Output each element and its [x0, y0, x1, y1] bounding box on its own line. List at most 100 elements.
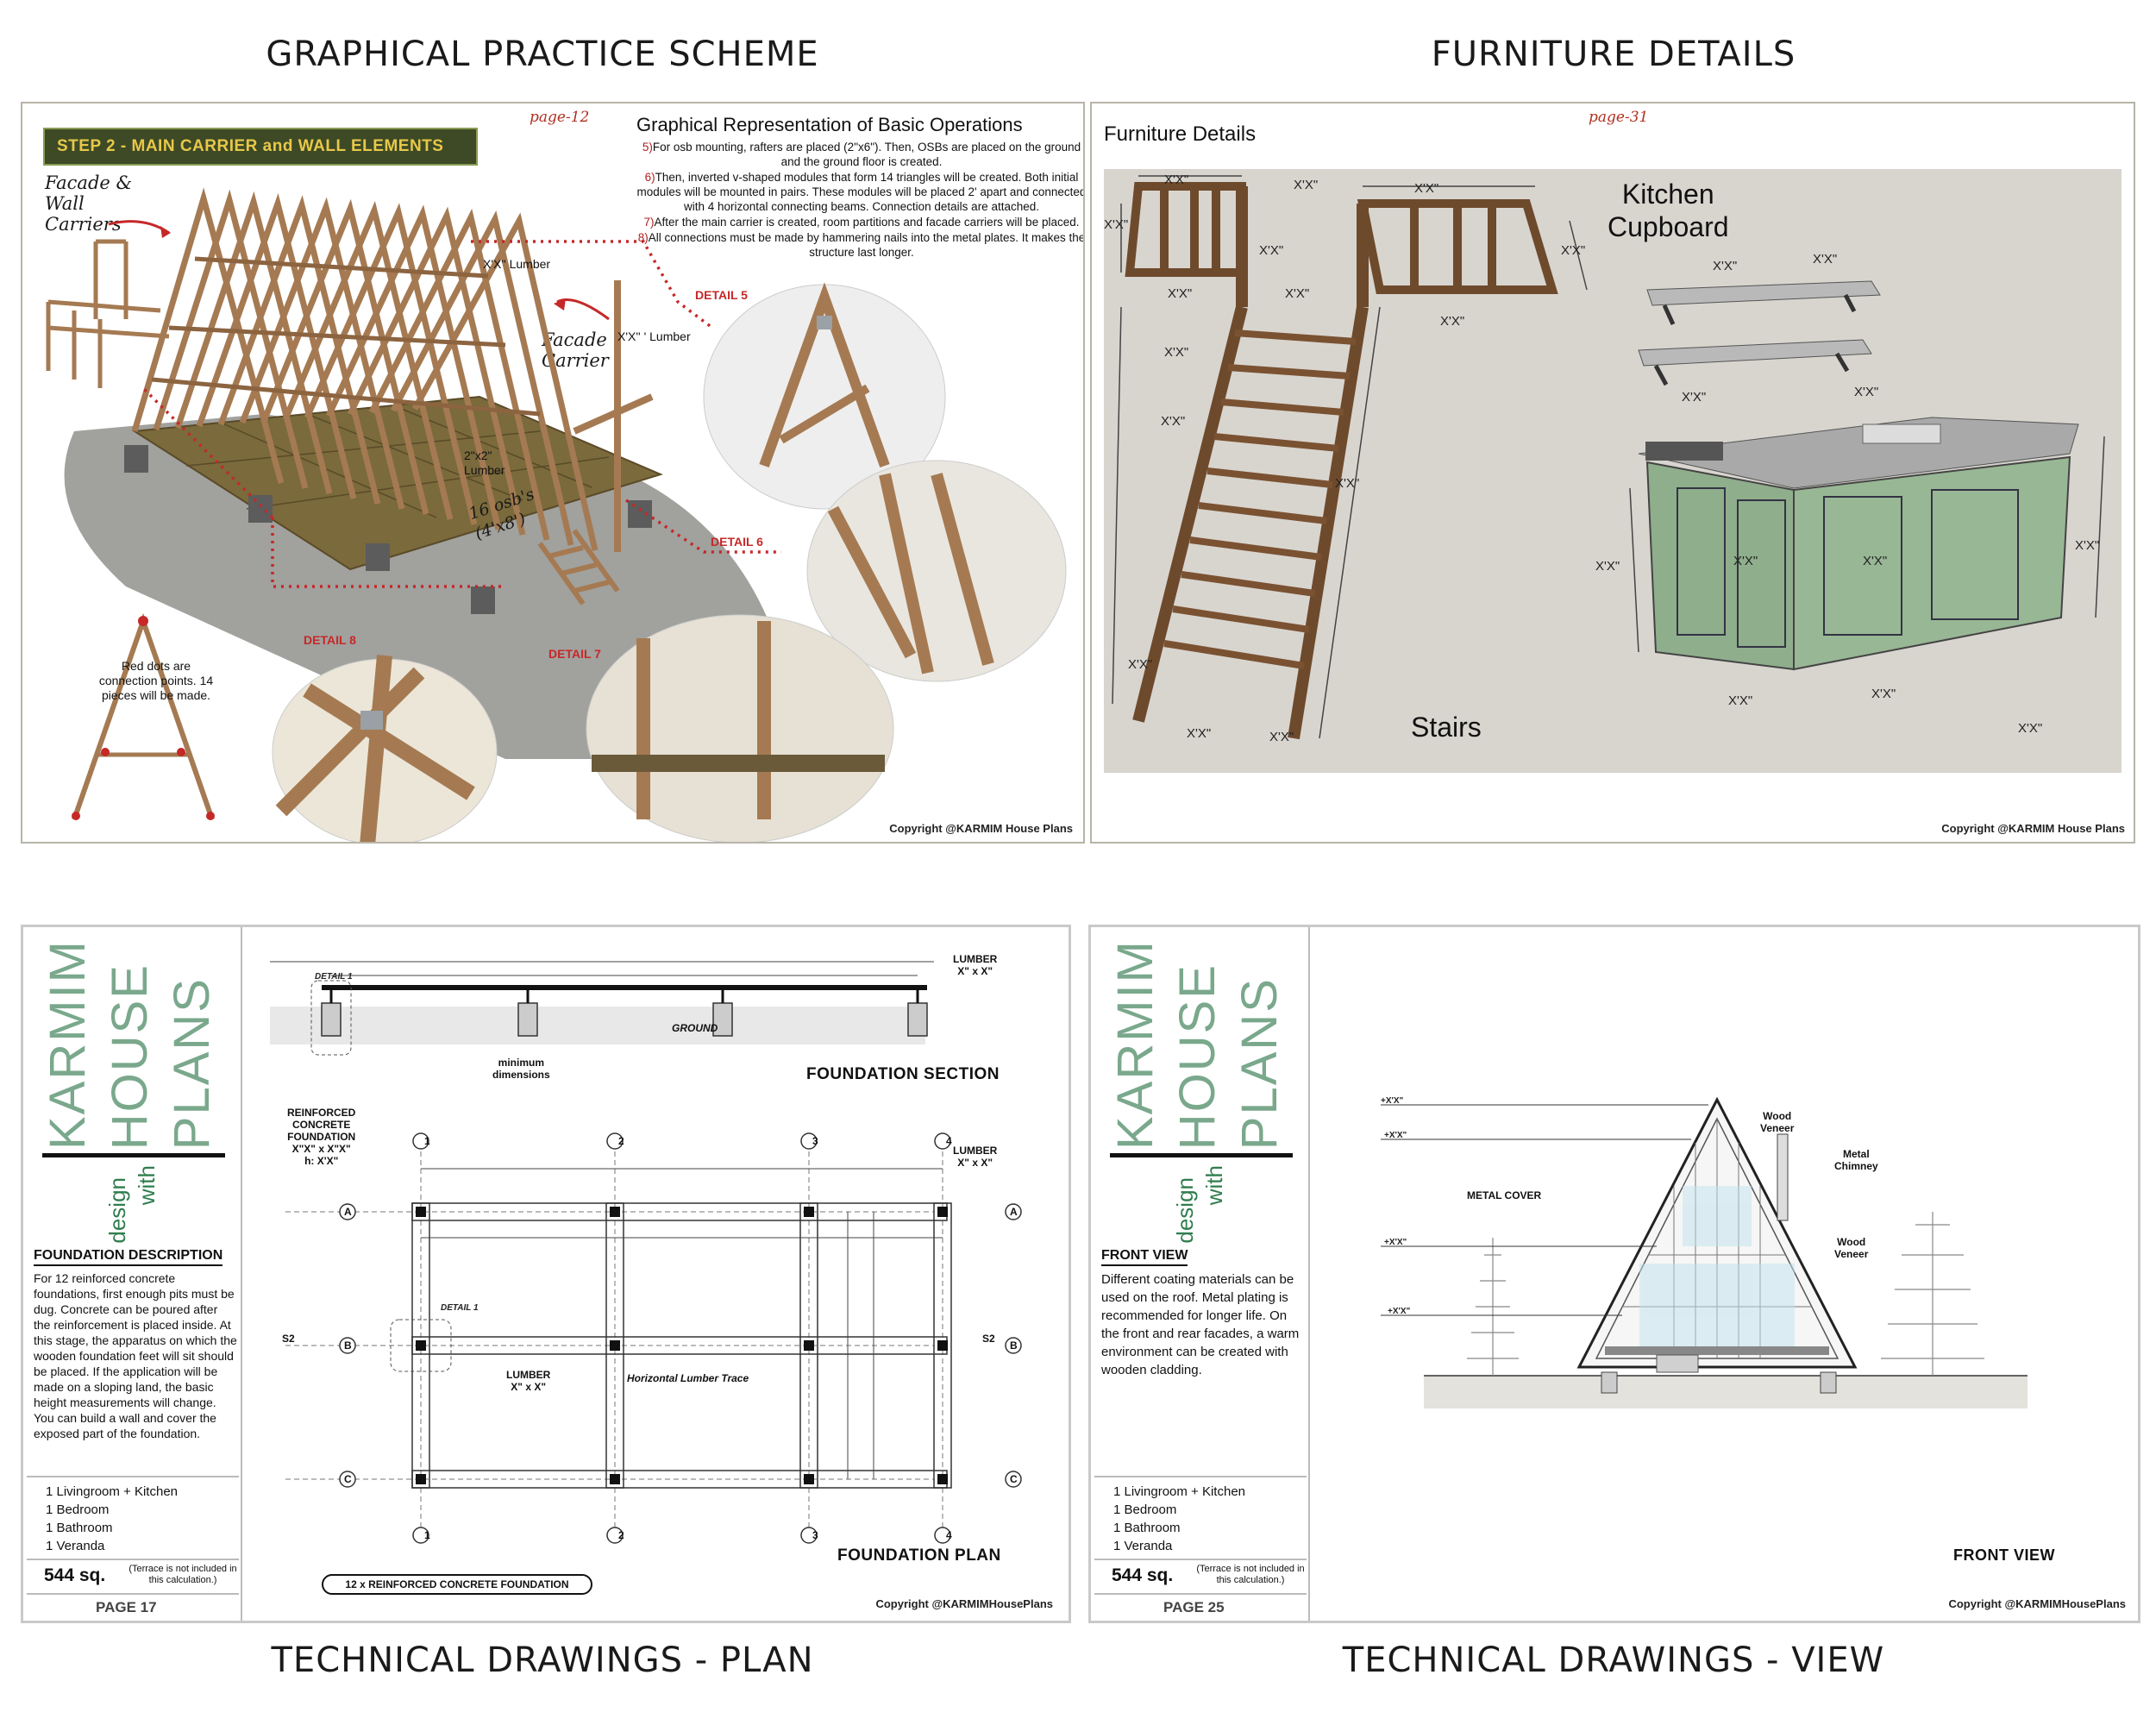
dimension-label: X'X" [1161, 414, 1186, 429]
dimension-label: X'X" [1335, 476, 1360, 491]
dimension-label: X'X" [1728, 693, 1753, 708]
reinforced-foundation-label: REINFORCED CONCRETE FOUNDATION X"X" x X"… [287, 1107, 356, 1167]
level-label: +X'X" [1381, 1096, 1404, 1106]
lumber-label: LUMBER X" x X" [953, 1145, 998, 1169]
dimension-label: X'X" [1854, 385, 1879, 399]
sidebar: KARMIM HOUSE PLANS design with FOUNDATIO… [23, 927, 242, 1621]
lumber-label: LUMBER X" x X" [953, 953, 998, 977]
detail-1-label: DETAIL 1 [315, 972, 353, 982]
room-item: 1 Livingroom + Kitchen [46, 1484, 179, 1499]
brand-with: with [134, 1165, 160, 1206]
dimension-label: X'X" [1733, 554, 1758, 568]
operation-item: 8)All connections must be made by hammer… [637, 231, 1085, 259]
dimension-label: X'X" [1285, 286, 1310, 301]
brand-word: HOUSE [102, 963, 158, 1150]
brand-rule [42, 1153, 225, 1157]
step-badge: STEP 2 - MAIN CARRIER and WALL ELEMENTS [43, 128, 478, 166]
practice-scheme-page[interactable]: page-12 STEP 2 - MAIN CARRIER and WALL E… [21, 102, 1085, 844]
axis-label: 4 [946, 1529, 952, 1541]
dimension-label: X'X" [1713, 259, 1738, 273]
red-dots-note: Red dots are connection points. 14 piece… [98, 659, 214, 702]
level-label: +X'X" [1384, 1131, 1407, 1140]
stairs-label: Stairs [1411, 712, 1482, 743]
heading-graphical-practice: GRAPHICAL PRACTICE SCHEME [266, 34, 819, 74]
metal-cover-label: METAL COVER [1467, 1189, 1542, 1201]
dimension-label: X'X" [1440, 314, 1465, 329]
dimension-label: X'X" [2075, 538, 2100, 553]
page-number: page-12 [530, 109, 590, 126]
copyright: Copyright @KARMIM House Plans [889, 822, 1073, 835]
dimension-label: X'X" [1561, 243, 1586, 258]
wood-veneer-label: Wood Veneer [1834, 1236, 1869, 1260]
axis-label: 4 [946, 1135, 952, 1147]
brand-design: design [1172, 1177, 1198, 1244]
horizontal-trace-label: Horizontal Lumber Trace [627, 1372, 749, 1384]
axis-label: A [1010, 1206, 1018, 1218]
room-item: 1 Bathroom [1113, 1521, 1181, 1535]
dimension-label: X'X" [1813, 252, 1838, 267]
brand-word: PLANS [1232, 976, 1288, 1150]
operations-title: Graphical Representation of Basic Operat… [636, 114, 1023, 135]
dimension-label: X'X" [1871, 687, 1896, 701]
foundation-plan-title: FOUNDATION PLAN [837, 1546, 1001, 1565]
page-number: PAGE 25 [1094, 1593, 1307, 1621]
operation-item: 5)For osb mounting, rafters are placed (… [642, 141, 1081, 168]
copyright: Copyright @KARMIM House Plans [1941, 822, 2125, 835]
description-body: Different coating materials can be used … [1101, 1272, 1300, 1377]
dimension-label: X'X" [1164, 345, 1189, 360]
area-value: 544 sq. [1112, 1565, 1174, 1585]
lumber-label: LUMBER X" x X" [506, 1369, 551, 1393]
heading-technical-plan: TECHNICAL DRAWINGS - PLAN [271, 1640, 814, 1680]
dimension-label: X'X" [1682, 390, 1707, 405]
brand-design: design [104, 1177, 130, 1244]
foundation-section-title: FOUNDATION SECTION [806, 1065, 1000, 1083]
axis-label: 2 [618, 1529, 624, 1541]
area-value: 544 sq. [44, 1565, 106, 1585]
brand-word: KARMIM [40, 939, 96, 1150]
detail-1-label: DETAIL 1 [441, 1303, 479, 1313]
room-item: 1 Bathroom [46, 1521, 113, 1535]
operation-item: 7)After the main carrier is created, roo… [643, 216, 1080, 229]
axis-label: 3 [812, 1135, 818, 1147]
lumber-label: X'X'' Lumber [483, 257, 551, 271]
dimension-label: X'X" [1168, 286, 1193, 301]
minimum-dimensions-label: minimum dimensions [492, 1057, 550, 1081]
room-item: 1 Veranda [46, 1539, 105, 1553]
operation-item: 6)Then, inverted v-shaped modules that f… [636, 171, 1085, 213]
technical-view-page[interactable]: KARMIM HOUSE PLANS design with FRONT VIE… [1088, 925, 2140, 1623]
facade-wall-label: Facade & Wall Carriers [45, 172, 133, 235]
page-number: PAGE 17 [27, 1593, 239, 1621]
dimension-label: X'X" [1414, 181, 1439, 196]
level-label: +X'X" [1384, 1238, 1407, 1247]
furniture-title: Furniture Details [1104, 122, 1257, 146]
room-item: 1 Bedroom [46, 1502, 110, 1517]
brand-word: KARMIM [1107, 939, 1163, 1150]
dimension-label: X'X" [1104, 217, 1129, 232]
room-item: 1 Livingroom + Kitchen [1113, 1484, 1246, 1499]
section-marker: S2 [282, 1333, 295, 1345]
detail-5-label: DETAIL 5 [695, 288, 748, 302]
dimension-label: X'X" [2018, 721, 2043, 736]
metal-chimney-label: Metal Chimney [1834, 1148, 1878, 1172]
heading-furniture-details: FURNITURE DETAILS [1431, 34, 1796, 74]
operations-list: 5)For osb mounting, rafters are placed (… [636, 140, 1085, 260]
dimension-label: X'X" [1294, 178, 1319, 192]
brand-logo: KARMIM HOUSE PLANS [40, 939, 225, 1150]
kitchen-cupboard-label: Kitchen Cupboard [1608, 179, 1729, 242]
foundation-drawing [270, 961, 1022, 1544]
technical-plan-page[interactable]: KARMIM HOUSE PLANS design with FOUNDATIO… [21, 925, 1071, 1623]
sidebar: KARMIM HOUSE PLANS design with FRONT VIE… [1091, 927, 1310, 1621]
area-row: 544 sq. (Terrace is not included in this… [1094, 1559, 1307, 1591]
room-list: 1 Livingroom + Kitchen 1 Bedroom 1 Bathr… [27, 1476, 239, 1555]
lumber-label: X'X'' ' Lumber [617, 329, 691, 343]
axis-label: B [344, 1339, 352, 1352]
heading-technical-view: TECHNICAL DRAWINGS - VIEW [1342, 1640, 1885, 1680]
room-list: 1 Livingroom + Kitchen 1 Bedroom 1 Bathr… [1094, 1476, 1307, 1555]
brand-word: HOUSE [1169, 963, 1225, 1150]
furniture-details-page[interactable]: page-31 Furniture Details [1090, 102, 2135, 844]
axis-label: 3 [812, 1529, 818, 1541]
axis-label: C [1010, 1473, 1018, 1485]
detail-6-label: DETAIL 6 [711, 535, 763, 549]
axis-label: C [344, 1473, 352, 1485]
copyright: Copyright @KARMIMHousePlans [875, 1597, 1053, 1610]
